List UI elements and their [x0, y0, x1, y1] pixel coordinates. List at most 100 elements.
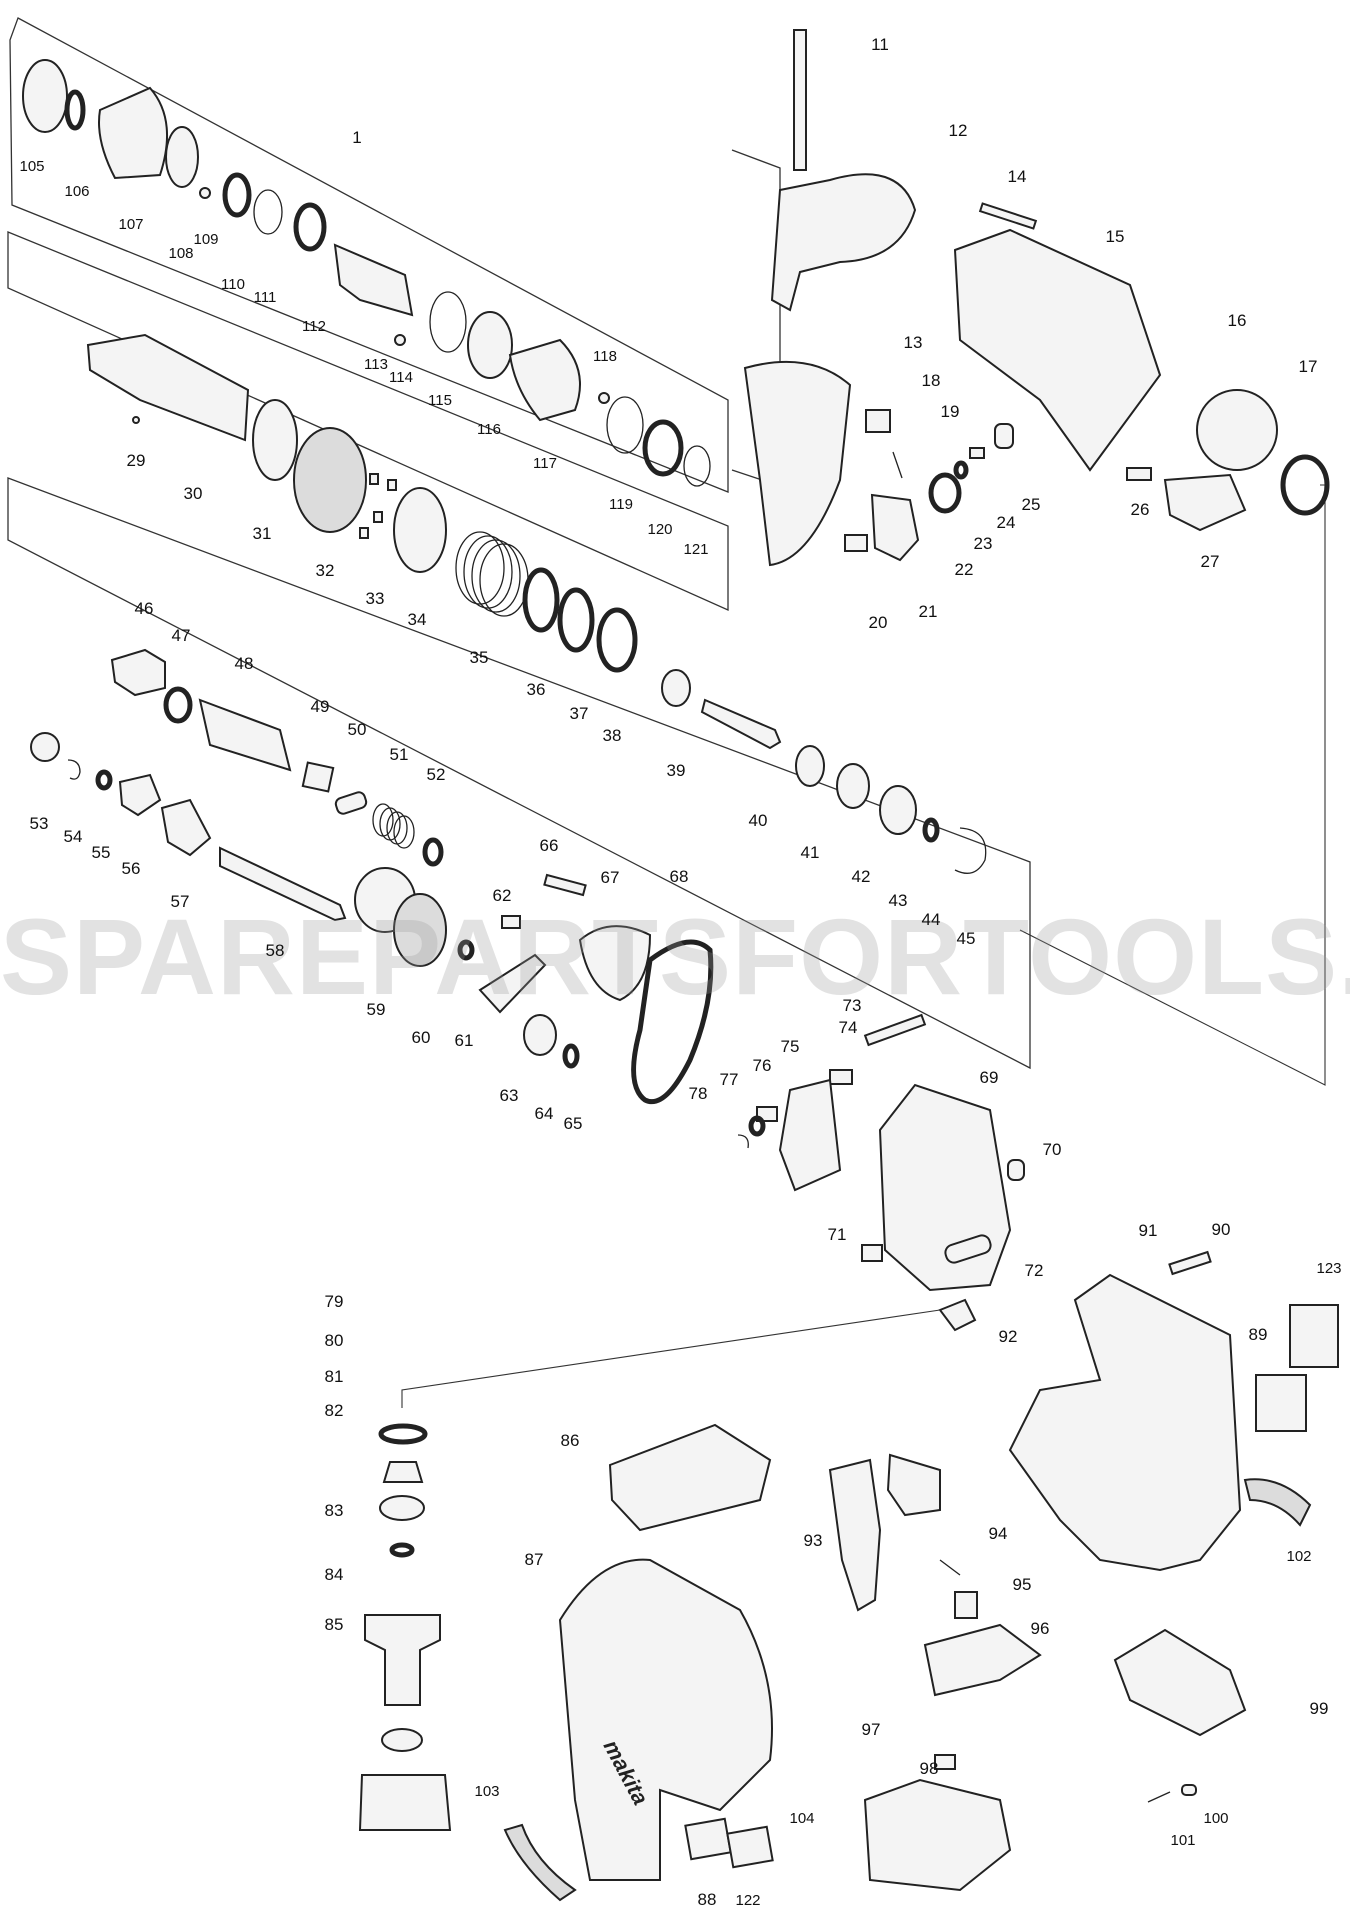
callout-15: 15 [1106, 227, 1125, 246]
callout-62: 62 [493, 886, 512, 905]
part-107 [98, 86, 169, 180]
part-21 [870, 493, 920, 562]
callout-31: 31 [253, 524, 272, 543]
callout-61: 61 [455, 1031, 474, 1050]
part-98 [934, 1754, 956, 1770]
part-45 [954, 827, 987, 874]
callout-60: 60 [412, 1028, 431, 1047]
callout-123: 123 [1316, 1260, 1341, 1277]
frame-chuck-group [9, 17, 729, 493]
part-40 [700, 698, 782, 750]
part-39 [661, 669, 691, 707]
callout-41: 41 [801, 843, 820, 862]
part-85 [358, 1774, 452, 1831]
part-69 [878, 1083, 1012, 1292]
part-11 [793, 29, 807, 171]
part-91 [1008, 1273, 1242, 1572]
callout-46: 46 [135, 599, 154, 618]
callout-107: 107 [118, 216, 143, 233]
part-66 [543, 873, 587, 897]
frame-handle-group [731, 149, 781, 487]
callout-33: 33 [366, 589, 385, 608]
part-102 [1243, 1478, 1312, 1527]
part-34 [393, 487, 447, 573]
gear-housing-parts [401, 1013, 1025, 1408]
callout-116: 116 [477, 421, 501, 438]
part-73 [863, 1013, 927, 1047]
callout-78: 78 [689, 1084, 708, 1103]
part-51 [372, 803, 415, 849]
part-46 [110, 648, 166, 697]
callout-120: 120 [647, 521, 672, 538]
part-86 [608, 1423, 772, 1532]
part-97 [923, 1623, 1042, 1697]
callout-29: 29 [127, 451, 146, 470]
callout-105: 105 [19, 158, 44, 175]
watermark-text: SPAREPARTSFORTOOLS.COM.AU [0, 896, 1350, 1017]
part-119 [606, 396, 644, 454]
callout-80: 80 [325, 1331, 344, 1350]
callout-81: 81 [325, 1367, 344, 1386]
callout-66: 66 [540, 836, 559, 855]
callout-52: 52 [427, 765, 446, 784]
handle-housing-parts [743, 29, 1330, 567]
callout-98: 98 [920, 1759, 939, 1778]
part-44 [922, 817, 940, 843]
part-20 [844, 534, 868, 552]
callout-71: 71 [828, 1225, 847, 1244]
callout-73: 73 [843, 996, 862, 1015]
callout-94: 94 [989, 1524, 1008, 1543]
callout-97: 97 [862, 1720, 881, 1739]
callout-25: 25 [1022, 495, 1041, 514]
part-77 [748, 1115, 766, 1137]
callout-24: 24 [997, 513, 1016, 532]
callout-35: 35 [470, 648, 489, 667]
chuck-group-parts [22, 59, 711, 487]
callout-75: 75 [781, 1037, 800, 1056]
part-53 [30, 732, 60, 762]
callout-104: 104 [789, 1810, 814, 1827]
callout-45: 45 [957, 929, 976, 948]
callout-79: 79 [325, 1292, 344, 1311]
callout-84: 84 [325, 1565, 344, 1584]
part-105 [22, 59, 68, 133]
part-55 [95, 769, 113, 791]
callout-53: 53 [30, 814, 49, 833]
part-68 [631, 939, 714, 1104]
callout-23: 23 [974, 534, 993, 553]
frame-crank-group [7, 477, 1031, 1070]
callout-88: 88 [698, 1890, 717, 1909]
callout-47: 47 [172, 626, 191, 645]
callout-69: 69 [980, 1068, 999, 1087]
callout-68: 68 [670, 867, 689, 886]
callout-67: 67 [601, 868, 620, 887]
callout-43: 43 [889, 891, 908, 910]
callout-19: 19 [941, 402, 960, 421]
callout-54: 54 [64, 827, 83, 846]
part-117 [508, 338, 581, 422]
part-43 [879, 785, 917, 835]
part-15 [953, 228, 1162, 472]
callout-83: 83 [325, 1501, 344, 1520]
callout-117: 117 [533, 455, 557, 472]
part-92 [944, 1234, 992, 1264]
part-116 [467, 311, 513, 379]
part-24 [969, 447, 985, 459]
part-38 [596, 607, 638, 673]
part-118 [598, 392, 610, 404]
callout-36: 36 [527, 680, 546, 699]
part-61 [457, 939, 475, 961]
callout-101: 101 [1170, 1832, 1195, 1849]
callout-113: 113 [364, 356, 388, 373]
part-110 [222, 172, 252, 218]
callout-76: 76 [753, 1056, 772, 1075]
part-37 [557, 587, 595, 653]
part-33 [359, 473, 397, 539]
callout-22: 22 [955, 560, 974, 579]
part-88 [684, 1817, 732, 1861]
part-84 [381, 1728, 423, 1752]
part-16 [1196, 389, 1278, 471]
part-70 [1007, 1159, 1025, 1181]
part-50 [334, 791, 368, 815]
